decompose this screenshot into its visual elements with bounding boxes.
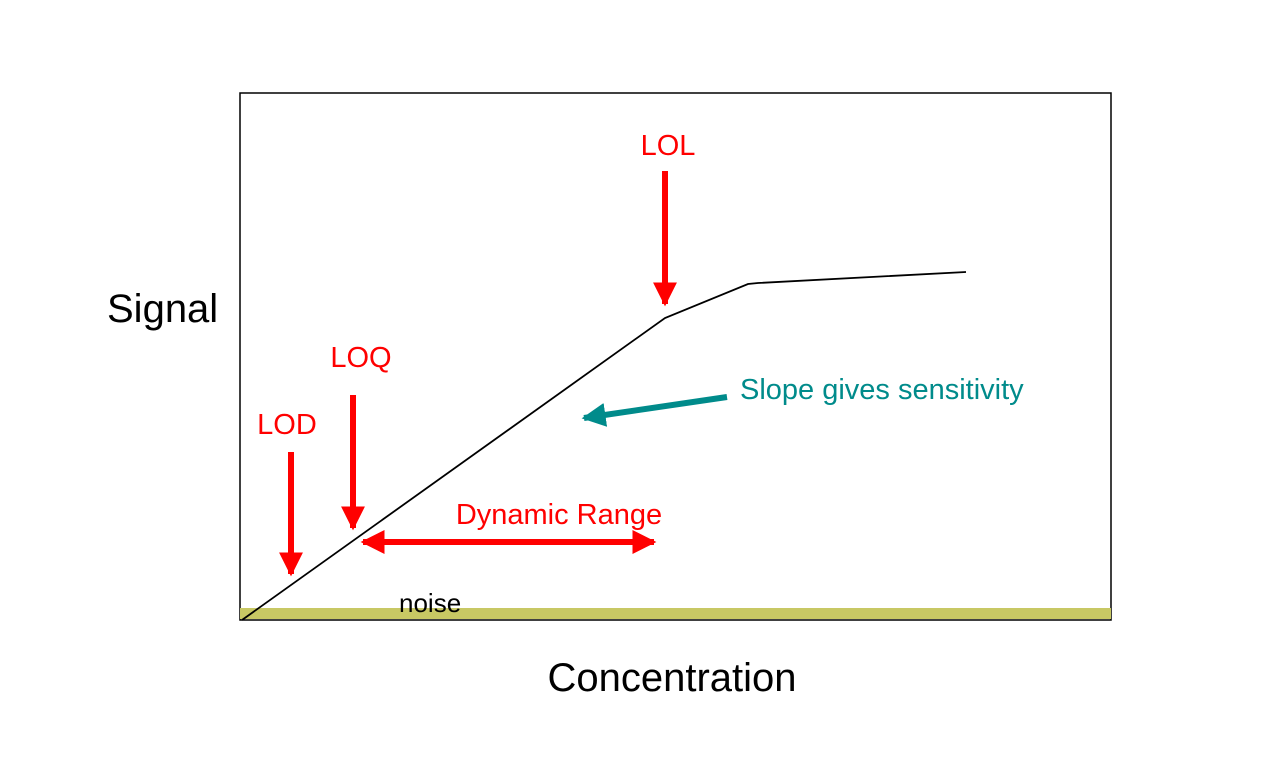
noise-band — [240, 608, 1111, 619]
x-axis-label: Concentration — [547, 656, 796, 700]
slope-label: Slope gives sensitivity — [740, 374, 1024, 406]
y-axis-label: Signal — [107, 287, 218, 331]
plot-frame — [239, 92, 1112, 621]
calibration-curve — [241, 271, 967, 621]
lol-label: LOL — [641, 130, 696, 162]
dynamic-range-label: Dynamic Range — [456, 499, 662, 531]
loq-label: LOQ — [330, 342, 391, 374]
slope-arrow — [581, 394, 728, 427]
noise-label: noise — [399, 588, 461, 618]
lod-label: LOD — [257, 409, 317, 441]
